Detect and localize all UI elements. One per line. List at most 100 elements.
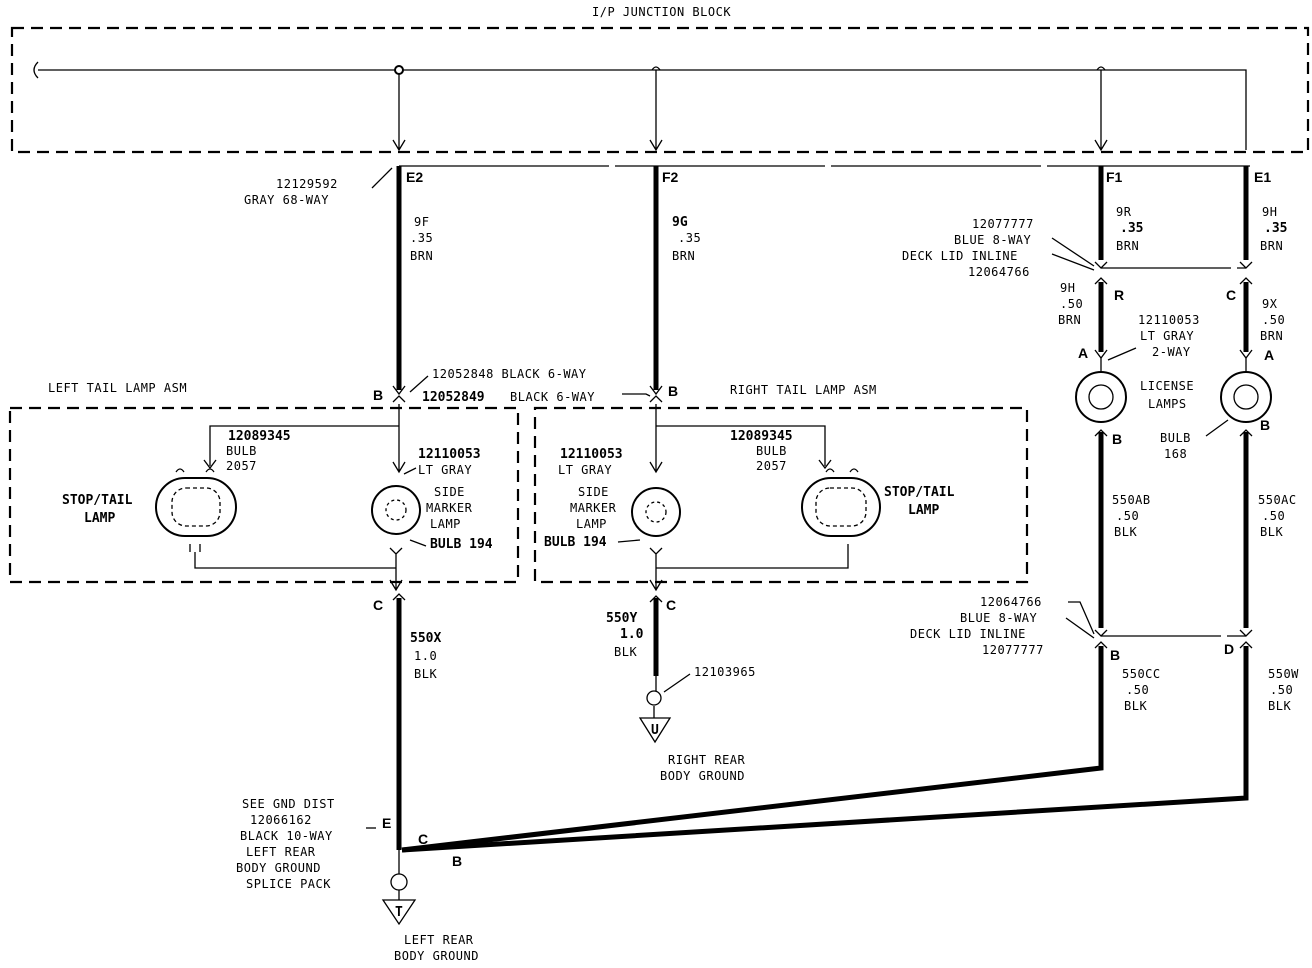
right-6way-symbol (649, 385, 663, 403)
left-license-lamp (1075, 371, 1127, 423)
wire-550w-id: 550W (1268, 667, 1299, 681)
left-marker-leader (403, 467, 417, 475)
right-license-filament (1233, 384, 1259, 410)
wire-9r-id: 9R (1116, 205, 1132, 219)
pin-right-b: B (668, 383, 678, 399)
left-marker-marker: MARKER (426, 501, 473, 515)
bus-drop-f1 (1094, 66, 1108, 152)
wire-9r-size: .35 (1120, 221, 1143, 236)
right-marker-conn-num: 12110053 (560, 447, 623, 462)
black-6way-connectors: 12052848 BLACK 6-WAY 12052849 BLACK 6-WA… (373, 367, 678, 405)
left-ground-letter: T (395, 905, 403, 920)
license-bulb-leader (1205, 419, 1229, 437)
wire-550x-size: 1.0 (414, 649, 437, 663)
left-tail-title: LEFT TAIL LAMP ASM (48, 381, 187, 395)
license-ground-wires: 550AB .50 BLK 550AC .50 BLK 12064766 BLU… (401, 432, 1299, 853)
right-c-connector (649, 595, 663, 603)
license-lamps-word: LAMPS (1148, 397, 1187, 411)
license-lamp-feeds (1100, 358, 1247, 372)
left-side-marker-lamp (371, 485, 421, 535)
wire-9x-color: BRN (1260, 329, 1283, 343)
wire-9h-top-color: BRN (1260, 239, 1283, 253)
right-marker-filament (645, 501, 667, 523)
wire-550x-color: BLK (414, 667, 437, 681)
wire-9f-color: BRN (410, 249, 433, 263)
pin-splice-d: D (1224, 641, 1234, 657)
gray68-num: 12129592 (276, 177, 338, 191)
left-stop-tail-name: STOP/TAIL (62, 493, 133, 508)
wire-550cc-color: BLK (1124, 699, 1147, 713)
pin-splice-b: B (1110, 647, 1120, 663)
deck-bottom-num1: 12064766 (980, 595, 1042, 609)
right-marker-bulb-leader (617, 539, 641, 543)
deck-bottom-color: BLUE 8-WAY (960, 611, 1038, 625)
deck-bottom-leaders (1065, 601, 1095, 639)
wire-9g: 9G .35 BRN (653, 166, 701, 390)
gnd-part: 12066162 (250, 813, 312, 827)
left-stop-feed (203, 425, 399, 470)
pin-e2: E2 (406, 169, 423, 185)
right-stop-filament (815, 487, 867, 527)
wire-9h-top-id: 9H (1262, 205, 1277, 219)
wire-550y-color: BLK (614, 645, 637, 659)
pin-f1: F1 (1106, 169, 1123, 185)
left-6way-symbol (392, 385, 406, 403)
wire-550y: C 550Y 1.0 BLK 12103965 U RIGHT REAR BOD… (606, 595, 755, 783)
license-b-connectors (1094, 429, 1253, 437)
lt-gray-2way-num: 12110053 (1138, 313, 1200, 327)
bus-splice-node (394, 65, 404, 75)
junction-block-outline (10, 26, 1310, 154)
deck-top-num2: 12064766 (968, 265, 1030, 279)
left-lamp-return (194, 547, 403, 592)
wire-9g-size: .35 (678, 231, 701, 245)
pin-lic-l-a: A (1078, 345, 1088, 361)
wire-550ab-color: BLK (1114, 525, 1137, 539)
right-stop-tail-lamp-label: LAMP (908, 503, 939, 518)
deck-bottom-num2: 12077777 (982, 643, 1044, 657)
right-tail-title: RIGHT TAIL LAMP ASM (730, 383, 877, 397)
right-stop-tail-lamp (801, 477, 881, 537)
right-ground-lead (655, 673, 691, 693)
wire-9g-id: 9G (672, 215, 688, 230)
wire-550cc-size: .50 (1126, 683, 1149, 697)
wire-550ab-size: .50 (1116, 509, 1139, 523)
pin-f2: F2 (662, 169, 679, 185)
wire-9h-lower-size: .50 (1060, 297, 1083, 311)
right-marker-feed (649, 404, 663, 474)
pin-right-c: C (666, 597, 676, 613)
right-marker-lamp-word: LAMP (576, 517, 607, 531)
pin-left-b: B (373, 387, 383, 403)
left-marker-conn-color: LT GRAY (418, 463, 472, 477)
gnd-body-ground: BODY GROUND (236, 861, 321, 875)
black6-leader-b (622, 393, 651, 397)
wire-9x-id: 9X (1262, 297, 1278, 311)
right-bulb-num: 12089345 (730, 429, 793, 444)
left-stop-bottom-terminals (189, 544, 201, 552)
left-license-filament (1088, 384, 1114, 410)
wire-9f: 9F .35 BRN (396, 166, 433, 390)
wire-550ac-color: BLK (1260, 525, 1283, 539)
wire-9f-size: .35 (410, 231, 433, 245)
wire-550y-id: 550Y (606, 611, 637, 626)
left-stop-top-terminals (175, 468, 215, 473)
gnd-left-rear: LEFT REAR (246, 845, 316, 859)
left-c-connector (392, 593, 406, 601)
left-bulb-type: 2057 (226, 459, 257, 473)
left-marker-feed (392, 404, 406, 474)
right-stop-top-terminals (825, 468, 859, 473)
left-marker-conn-num: 12110053 (418, 447, 481, 462)
bus-drop-e2 (392, 74, 406, 152)
right-marker-bulb: BULB 194 (544, 535, 607, 550)
pin-conn-r: R (1114, 287, 1124, 303)
right-ground-letter: U (651, 723, 659, 738)
wire-550cc-line (401, 646, 1104, 853)
license-lamp-feeds: 9R .35 BRN 9H .35 BRN 12077777 BLUE 8-WA… (902, 166, 1287, 363)
lt-gray-2way-leader (1107, 347, 1137, 361)
right-bulb-type: 2057 (756, 459, 787, 473)
right-ground-label-2: BODY GROUND (660, 769, 745, 783)
right-marker-side: SIDE (578, 485, 609, 499)
pin-e1: E1 (1254, 169, 1271, 185)
license-bulb-type: 168 (1164, 447, 1187, 461)
left-ground-label-1: LEFT REAR (404, 933, 474, 947)
